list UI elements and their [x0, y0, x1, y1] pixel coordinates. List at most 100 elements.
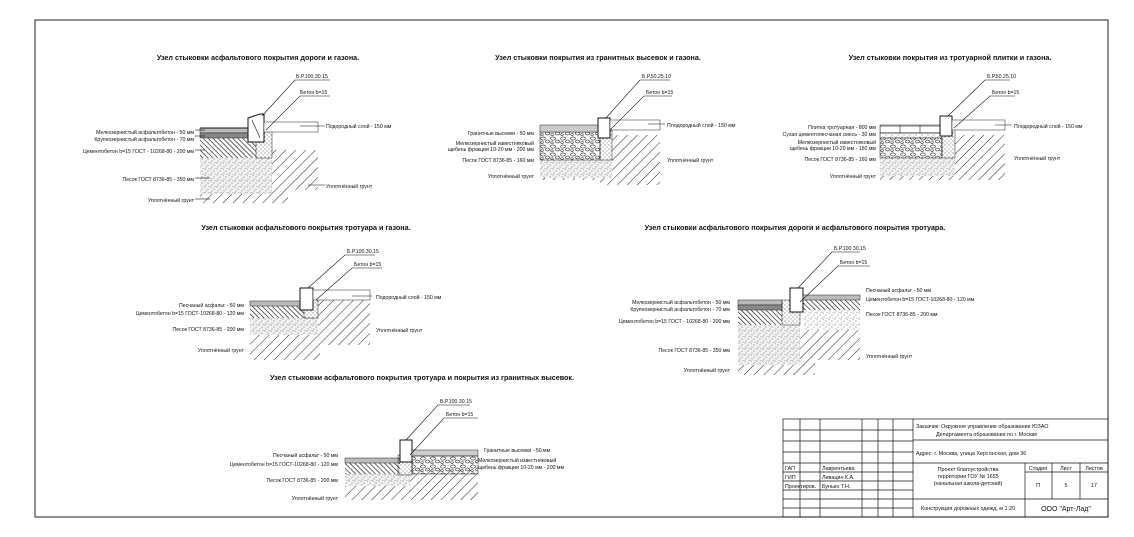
layer-label: Цементобетон b=15 ГОСТ - 10268-80 - 200 …: [83, 149, 195, 155]
granite-layer: [539, 124, 601, 133]
topsoil-label: Подородный слой - 150 мм: [376, 294, 442, 301]
granite-layer: [411, 449, 479, 457]
layer-label: Цементобетон b=15 ГОСТ-10268-80 - 120 мм: [230, 462, 339, 468]
node-title: Узел стыковки покрытия из тротуарной пли…: [849, 53, 1052, 62]
node-sidewalk-granite: Узел стыковки асфальтового покрытия трот…: [230, 373, 574, 502]
topsoil-label: Подородный слой - 150 мм: [326, 123, 392, 130]
concrete-label: Бетон b=15: [992, 90, 1019, 96]
layer-label: Уплотнённый грунт: [292, 495, 339, 502]
sand-layer: [738, 325, 800, 365]
sheet-title: Конструкция дорожных одежд, м 1:20: [921, 506, 1015, 512]
layer-label: Уплотнённый грунт: [866, 353, 913, 360]
node-road-lawn: Узел стыковки асфальтового покрытия доро…: [83, 53, 392, 204]
gravel-layer: [539, 131, 601, 161]
soil-label: Уплотнённый грунт: [376, 327, 423, 334]
cement-concrete-layer: [200, 138, 256, 158]
address-line: Адрес: г. Москва, улица Херсонская, дом …: [916, 451, 1026, 457]
layer-label: щебень фракции 10-20 мм - 200 мм: [478, 465, 564, 471]
title-block: [782, 418, 1109, 518]
stage-value: П: [1036, 483, 1040, 489]
sheet-frame: [34, 19, 1109, 518]
node-tile-lawn: Узел стыковки покрытия из тротуарной пли…: [783, 53, 1083, 180]
layer-label: Крупнозернистый асфальтобетон - 70 мм: [94, 136, 194, 143]
curb-stone: [399, 439, 413, 463]
layer-label: Цементобетон b=15 ГОСТ - 10268-80 - 200 …: [619, 319, 731, 325]
sheet-header: Лист: [1060, 466, 1072, 472]
stage-header: Стадия: [1029, 466, 1047, 472]
layer-label: Цементобетон b=15 ГОСТ-10268-80 - 120 мм: [136, 311, 245, 317]
layer-label: Уплотнённый грунт: [684, 367, 731, 374]
layer-label: Песчаный асфальт - 50 мм: [179, 302, 244, 309]
curb-mark-label: Б.Р.100.30.15: [347, 249, 379, 255]
layer-label: Сухая цементопесчаная смесь - 30 мм: [783, 132, 877, 138]
curb-mark-label: Б.Р.100.30.15: [296, 74, 328, 80]
cement-concrete-layer: [345, 463, 400, 474]
title-block-text: Заказчик: Окружное управление образовани…: [785, 424, 1103, 513]
gravel-layer: [411, 455, 479, 475]
sheet-value: 5: [1065, 483, 1068, 489]
sand-layer: [250, 318, 318, 335]
curb-stone: [299, 287, 314, 311]
tile-layer: [879, 124, 943, 134]
curb-mark-label: Б.Р.50.25.10: [642, 74, 671, 80]
topsoil-layer: [609, 119, 661, 131]
sheets-value: 17: [1091, 483, 1097, 489]
curb-stone: [247, 113, 265, 143]
gravel-layer: [879, 137, 943, 159]
layer-label: Песок ГОСТ 8736-85 - 160 мм: [463, 158, 535, 164]
topsoil-layer: [263, 121, 319, 133]
soil-label: Уплотнённый грунт: [1014, 155, 1061, 162]
mix-layer: [879, 132, 943, 139]
layer-label: Песок ГОСТ 8736-85 - 200 мм: [173, 327, 245, 333]
layer-label: Мелкозернистый известняковый: [478, 457, 556, 464]
curb-mark-label: Б.Р.100.30.15: [440, 399, 472, 405]
project-line: Проект благоустройства: [938, 466, 999, 473]
customer-line: Заказчик: Окружное управление образовани…: [916, 424, 1048, 430]
topsoil-layer: [312, 289, 371, 301]
project-line: территории ГОУ № 1655: [937, 474, 998, 480]
layer-label: Мелкозернистый асфальтобетон - 50 мм: [96, 129, 194, 136]
soil-label: Уплотнённый грунт: [326, 183, 373, 190]
layer-label: щебень фракции 10-20 мм - 150 мм: [790, 146, 876, 152]
concrete-label: Бетон b=15: [840, 260, 867, 266]
node-granite-lawn: Узел стыковки покрытия из гранитных высе…: [448, 53, 736, 185]
layer-label: щебень фракции 10-20 мм - 200 мм: [448, 147, 534, 153]
sand-layer: [540, 160, 612, 178]
layer-label: Цементобетон b=15 ГОСТ-10268-80 - 120 мм: [866, 297, 975, 303]
cement-concrete-layer: [738, 310, 782, 325]
sheets-header: Листов: [1085, 466, 1103, 472]
curb-stone: [597, 117, 611, 139]
curb-stone: [789, 287, 804, 313]
name-cell: Ливацин К.А.: [822, 475, 855, 481]
curb-mark-label: Б.Р.50.25.10: [987, 74, 1016, 80]
company-name: ООО "Арт-Лад": [1041, 506, 1091, 513]
layer-label: Уплотнённый грунт: [198, 347, 245, 354]
layer-label: Песок ГОСТ 8736-85 - 160 мм: [805, 157, 877, 163]
layer-label: Уплотнённый грунт: [830, 173, 877, 180]
layer-label: Песчаный асфальт - 50 мм: [866, 287, 931, 294]
node-title: Узел стыковки асфальтового покрытия доро…: [157, 53, 359, 62]
layer-label: Песок ГОСТ 8736-85 - 200 мм: [866, 312, 938, 318]
layer-label: Песок ГОСТ 8736-85 - 350 мм: [659, 348, 731, 354]
cement-concrete-layer: [250, 306, 304, 318]
layer-label: Уплотнённый грунт: [148, 197, 195, 204]
sand-layer: [880, 158, 955, 176]
node-title: Узел стыковки асфальтового покрытия трот…: [270, 373, 574, 382]
curb-mark-label: Б.Р.100.30.15: [834, 246, 866, 252]
concrete-label: Бетон b=15: [300, 90, 327, 96]
layer-label: Мелкозернистый известняковый: [798, 139, 876, 146]
node-title: Узел стыковки асфальтового покрытия доро…: [645, 223, 946, 232]
concrete-label: Бетон b=15: [446, 412, 473, 418]
customer-line: Департамента образования по г. Москве: [936, 432, 1037, 438]
layer-label: Песок ГОСТ 8736-85 - 200 мм: [267, 478, 339, 484]
node-road-sidewalk: Узел стыковки асфальтового покрытия доро…: [619, 223, 975, 375]
name-cell: Бунько Т.Н.: [822, 484, 850, 490]
node-sidewalk-lawn: Узел стыковки асфальтового покрытия трот…: [136, 223, 442, 360]
sand-layer: [345, 474, 410, 486]
layer-label: Крупнозернистый асфальтобетон - 70 мм: [630, 306, 730, 313]
layer-label: Мелкозернистый асфальтобетон - 50 мм: [632, 299, 730, 306]
topsoil-label: Плодородный слой - 150 мм: [667, 122, 736, 129]
curb-stone: [939, 115, 953, 137]
layer-label: Гранитные высевки - 50 мм: [468, 131, 535, 137]
